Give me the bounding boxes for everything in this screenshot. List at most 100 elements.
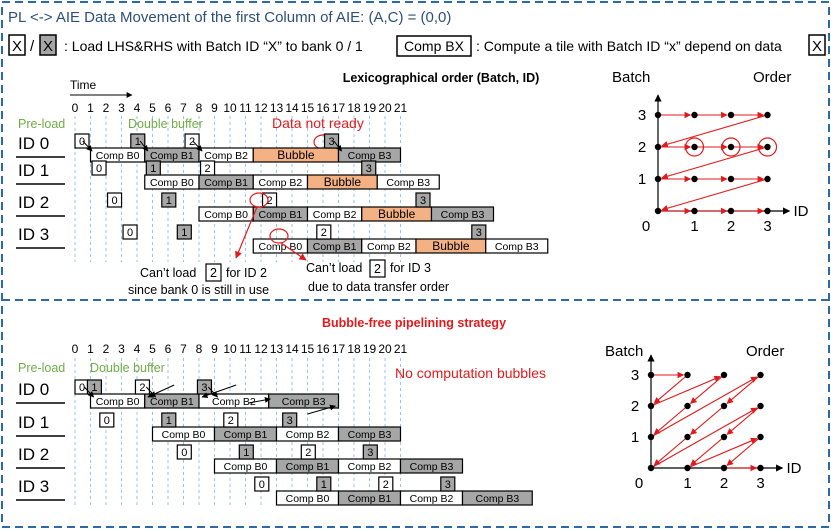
plot-x-label: ID: [794, 203, 809, 220]
load-box-label: 1: [166, 195, 172, 207]
note2-box-label: 2: [374, 262, 381, 276]
plot-point: [691, 143, 698, 151]
dependency-arrow: [248, 397, 271, 404]
note1-circle: [249, 192, 269, 208]
plot-point: [684, 402, 691, 410]
load-box-label: 1: [135, 136, 141, 148]
load-box: [316, 224, 332, 240]
time-tick-label: 15: [301, 342, 315, 356]
row-label: ID 0: [18, 380, 49, 399]
order-arrow: [650, 375, 721, 407]
load-box: [86, 379, 103, 395]
order-arrow: [726, 405, 761, 435]
plot-point: [684, 433, 691, 441]
compute-bar-label: Bubble: [378, 207, 416, 221]
plot-point: [727, 207, 735, 215]
compute-bar-label: Comp B1: [286, 461, 330, 473]
time-tick-label: 7: [180, 101, 187, 115]
plot-point: [654, 111, 662, 119]
load-box: [161, 412, 177, 428]
plot-y-tick: 3: [631, 367, 639, 384]
load-box-label: 1: [150, 163, 156, 175]
note1-text-c: since bank 0 is still in use: [128, 283, 269, 297]
load-box-label: 1: [321, 479, 327, 491]
plot-point: [727, 143, 735, 151]
time-tick-label: 16: [316, 101, 330, 115]
bottom-row-labels: ID 0ID 1ID 2ID 3: [16, 380, 65, 501]
time-tick-label: 15: [301, 101, 315, 115]
compute-bar-label: Comp B1: [348, 493, 392, 505]
plot-point: [764, 111, 771, 119]
load-box: [440, 476, 456, 492]
dependency-arrow: [192, 140, 203, 152]
time-tick-label: 10: [223, 101, 237, 115]
load-box-label: 0: [111, 195, 117, 207]
time-tick-label: 9: [211, 342, 218, 356]
time-tick-label: 11: [239, 342, 252, 356]
compute-bar-label: Comp B3: [282, 396, 326, 408]
plot-point: [720, 464, 728, 472]
load-box-label: 2: [383, 479, 389, 491]
note1-text-a: Can’t load: [140, 266, 196, 280]
compute-bar-label: Comp B2: [212, 396, 256, 408]
data-not-ready-label: Data not ready: [272, 115, 364, 131]
load-box: [176, 444, 192, 460]
bottom-preload-label: Pre-load: [18, 361, 65, 375]
compute-bar-label: Comp B0: [96, 150, 140, 162]
legend-comp-text: : Compute a tile with Batch ID “x” depen…: [476, 38, 782, 54]
page-title: PL <-> AIE Data Movement of the first Co…: [8, 9, 451, 26]
dependency-arrow: [201, 384, 237, 399]
plot-point: [757, 433, 764, 441]
load-box-label: 0: [79, 382, 85, 394]
legend-load-box-bank1-label: X: [43, 38, 53, 55]
stall-marker: [721, 137, 741, 157]
order-arrow: [650, 376, 758, 438]
compute-bar-label: Comp B0: [224, 461, 268, 473]
legend-load-box-bank0: [8, 34, 26, 56]
legend-load-text: : Load LHS&RHS with Batch ID “X” to bank…: [64, 38, 363, 54]
load-box: [300, 444, 316, 460]
note1: Can’t load 2 for ID 2 since bank 0 is st…: [128, 263, 269, 297]
time-label: Time: [70, 78, 97, 92]
plot-y-tick: 3: [638, 107, 646, 124]
order-arrow: [661, 178, 768, 212]
row-label: ID 2: [18, 193, 49, 212]
load-box-label: 1: [181, 227, 187, 239]
order-arrow: [653, 436, 688, 466]
compute-bar-label: Comp B0: [286, 493, 330, 505]
time-tick-label: 12: [254, 101, 268, 115]
plot-x-label: ID: [787, 460, 802, 477]
load-box: [161, 192, 177, 208]
plot-x-tick: 3: [763, 218, 771, 235]
plot-point: [757, 464, 764, 472]
load-box: [223, 412, 239, 428]
plot-point: [764, 175, 771, 183]
plot-y-label: Batch: [605, 343, 643, 360]
stall-marker: [757, 137, 778, 157]
load-box-label: 2: [321, 227, 327, 239]
plot-point: [764, 143, 771, 151]
time-tick-label: 8: [196, 101, 203, 115]
dependency-arrow: [307, 404, 336, 415]
load-box: [361, 160, 377, 176]
plot-y-tick: 2: [638, 139, 646, 156]
time-tick-label: 3: [118, 101, 125, 115]
time-tick-label: 12: [254, 342, 268, 356]
compute-bar: [430, 206, 495, 222]
load-box-label: 3: [420, 195, 426, 207]
time-tick-label: 10: [223, 342, 237, 356]
load-box-label: 0: [96, 163, 102, 175]
plot-y-label: Batch: [612, 69, 650, 86]
load-box-label: 2: [228, 415, 234, 427]
note2-arrow: [280, 242, 307, 261]
note1-box: [205, 263, 222, 282]
compute-bar-label: Comp B3: [348, 150, 392, 162]
load-box: [145, 160, 161, 176]
plot-point: [691, 111, 698, 119]
top-heading: Lexicographical order (Batch, ID): [343, 71, 540, 85]
legend-data-box: [808, 34, 826, 56]
